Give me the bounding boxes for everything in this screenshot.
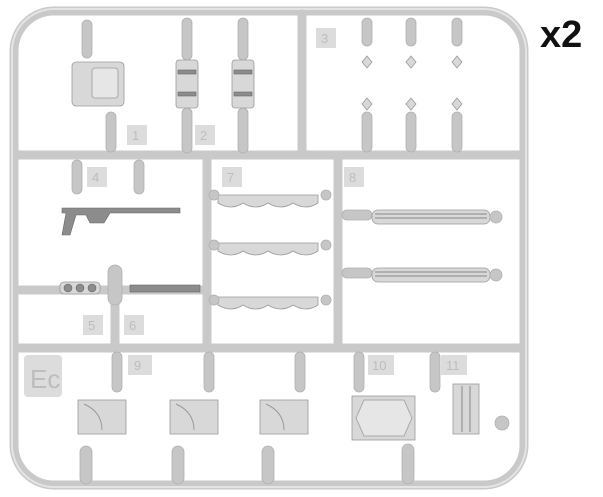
svg-text:8: 8	[349, 170, 356, 185]
svg-text:6: 6	[129, 318, 136, 333]
part-11-pouch	[429, 351, 510, 435]
svg-text:10: 10	[372, 358, 386, 373]
label-10: 10	[368, 355, 394, 375]
part-3-pins	[361, 17, 463, 153]
label-8: 8	[344, 167, 364, 187]
svg-text:5: 5	[88, 318, 95, 333]
svg-text:4: 4	[92, 170, 99, 185]
svg-text:3: 3	[321, 31, 328, 46]
label-3: 3	[316, 28, 336, 48]
sprue-frame	[9, 6, 529, 490]
svg-text:2: 2	[200, 128, 207, 143]
label-11: 11	[441, 355, 467, 375]
part-5-6-barrel	[59, 264, 201, 306]
label-1: 1	[127, 125, 147, 145]
part-4-gun	[61, 159, 181, 236]
svg-text:1: 1	[132, 128, 139, 143]
label-5: 5	[83, 315, 103, 335]
sprue-frame-highlight	[11, 8, 527, 488]
label-ec: Ec	[24, 355, 62, 397]
svg-text:7: 7	[227, 170, 234, 185]
part-10-plate	[351, 351, 416, 485]
svg-text:9: 9	[134, 358, 141, 373]
svg-text:11: 11	[446, 358, 460, 373]
part-1-box	[71, 19, 125, 153]
label-7: 7	[222, 167, 242, 187]
label-9: 9	[128, 355, 152, 375]
label-6: 6	[124, 315, 144, 335]
part-8-coils	[341, 209, 503, 283]
part-7-pouches	[208, 189, 332, 310]
label-2: 2	[195, 125, 215, 145]
part-9-brackets	[77, 351, 309, 485]
svg-text:Ec: Ec	[30, 364, 60, 394]
label-4: 4	[87, 167, 107, 187]
part-2-cylinders	[175, 17, 255, 154]
quantity-label: x2	[540, 14, 583, 56]
